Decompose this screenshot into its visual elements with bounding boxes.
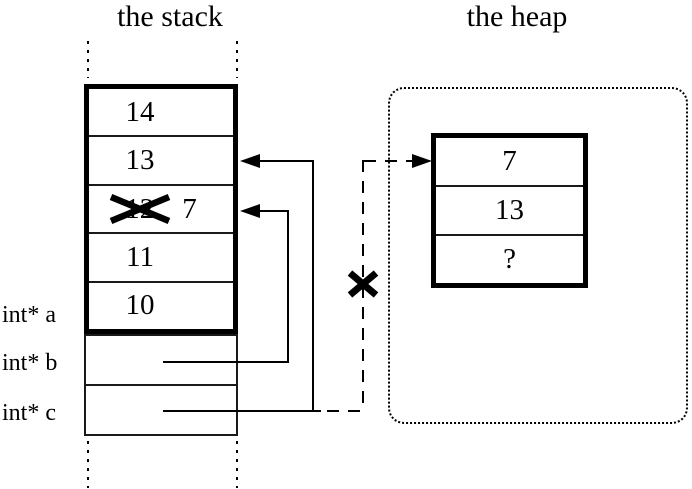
stack-cell-value: 11 bbox=[126, 240, 154, 273]
heap-cell-13: 13 bbox=[436, 187, 583, 236]
stack-guide-dotted-top-left bbox=[87, 41, 89, 78]
dangling-pointer-arrowhead-icon bbox=[412, 154, 432, 168]
heap-cell-value: ? bbox=[503, 243, 516, 275]
heap-cell-value: 7 bbox=[502, 145, 517, 177]
stack-cell-old-value: 12 bbox=[109, 193, 170, 226]
pointer-b-arrowhead-icon bbox=[240, 204, 260, 218]
stack-cell-11: 11 bbox=[89, 234, 233, 283]
heap-title: the heap bbox=[466, 0, 568, 33]
pointer-c-line-horizontal bbox=[163, 410, 321, 412]
stack-guide-dotted-bottom-right bbox=[236, 441, 238, 488]
stack-cell-13: 13 bbox=[89, 137, 233, 186]
heap-cell-unknown: ? bbox=[436, 236, 583, 283]
stack-cell-value: 13 bbox=[125, 144, 155, 177]
stack-cell-value: 10 bbox=[125, 289, 155, 322]
heap-region-dotted-border bbox=[388, 87, 688, 424]
stack-title: the stack bbox=[117, 0, 223, 33]
stack-cell-value: 14 bbox=[125, 95, 155, 128]
stack-cell-12-overwritten: 12 7 bbox=[89, 186, 233, 235]
x-dangling-pointer-icon bbox=[347, 270, 379, 298]
stack-frame-box: 14 13 12 7 11 10 bbox=[84, 84, 238, 334]
stack-guide-dotted-top-right bbox=[236, 41, 238, 78]
pointer-c-arrowhead-icon bbox=[240, 154, 260, 168]
pointer-c-line-to-arrow bbox=[258, 160, 314, 162]
heap-block-box: 7 13 ? bbox=[431, 133, 588, 288]
dangling-pointer-dashed-horizontal-low bbox=[327, 410, 365, 412]
heap-cell-7: 7 bbox=[436, 138, 583, 187]
pointer-variable-cells bbox=[84, 334, 238, 436]
pointer-b-line-vertical bbox=[287, 210, 289, 363]
pointer-label-c: int* c bbox=[2, 400, 56, 426]
pointer-label-b: int* b bbox=[2, 350, 58, 376]
pointer-cell-b bbox=[86, 336, 236, 386]
x-cross-out-icon bbox=[109, 194, 170, 225]
heap-cell-value: 13 bbox=[495, 194, 524, 226]
stack-cell-new-value: 7 bbox=[182, 192, 197, 225]
stack-cell-14: 14 bbox=[89, 89, 233, 138]
pointer-label-a: int* a bbox=[2, 302, 56, 328]
pointer-b-line-horizontal bbox=[163, 361, 289, 363]
pointer-c-line-vertical bbox=[312, 160, 314, 412]
dangling-pointer-dashed-horizontal-top bbox=[364, 160, 412, 162]
pointer-b-line-to-arrow bbox=[258, 210, 289, 212]
stack-cell-10: 10 bbox=[89, 283, 233, 329]
stack-guide-dotted-bottom-left bbox=[87, 441, 89, 488]
